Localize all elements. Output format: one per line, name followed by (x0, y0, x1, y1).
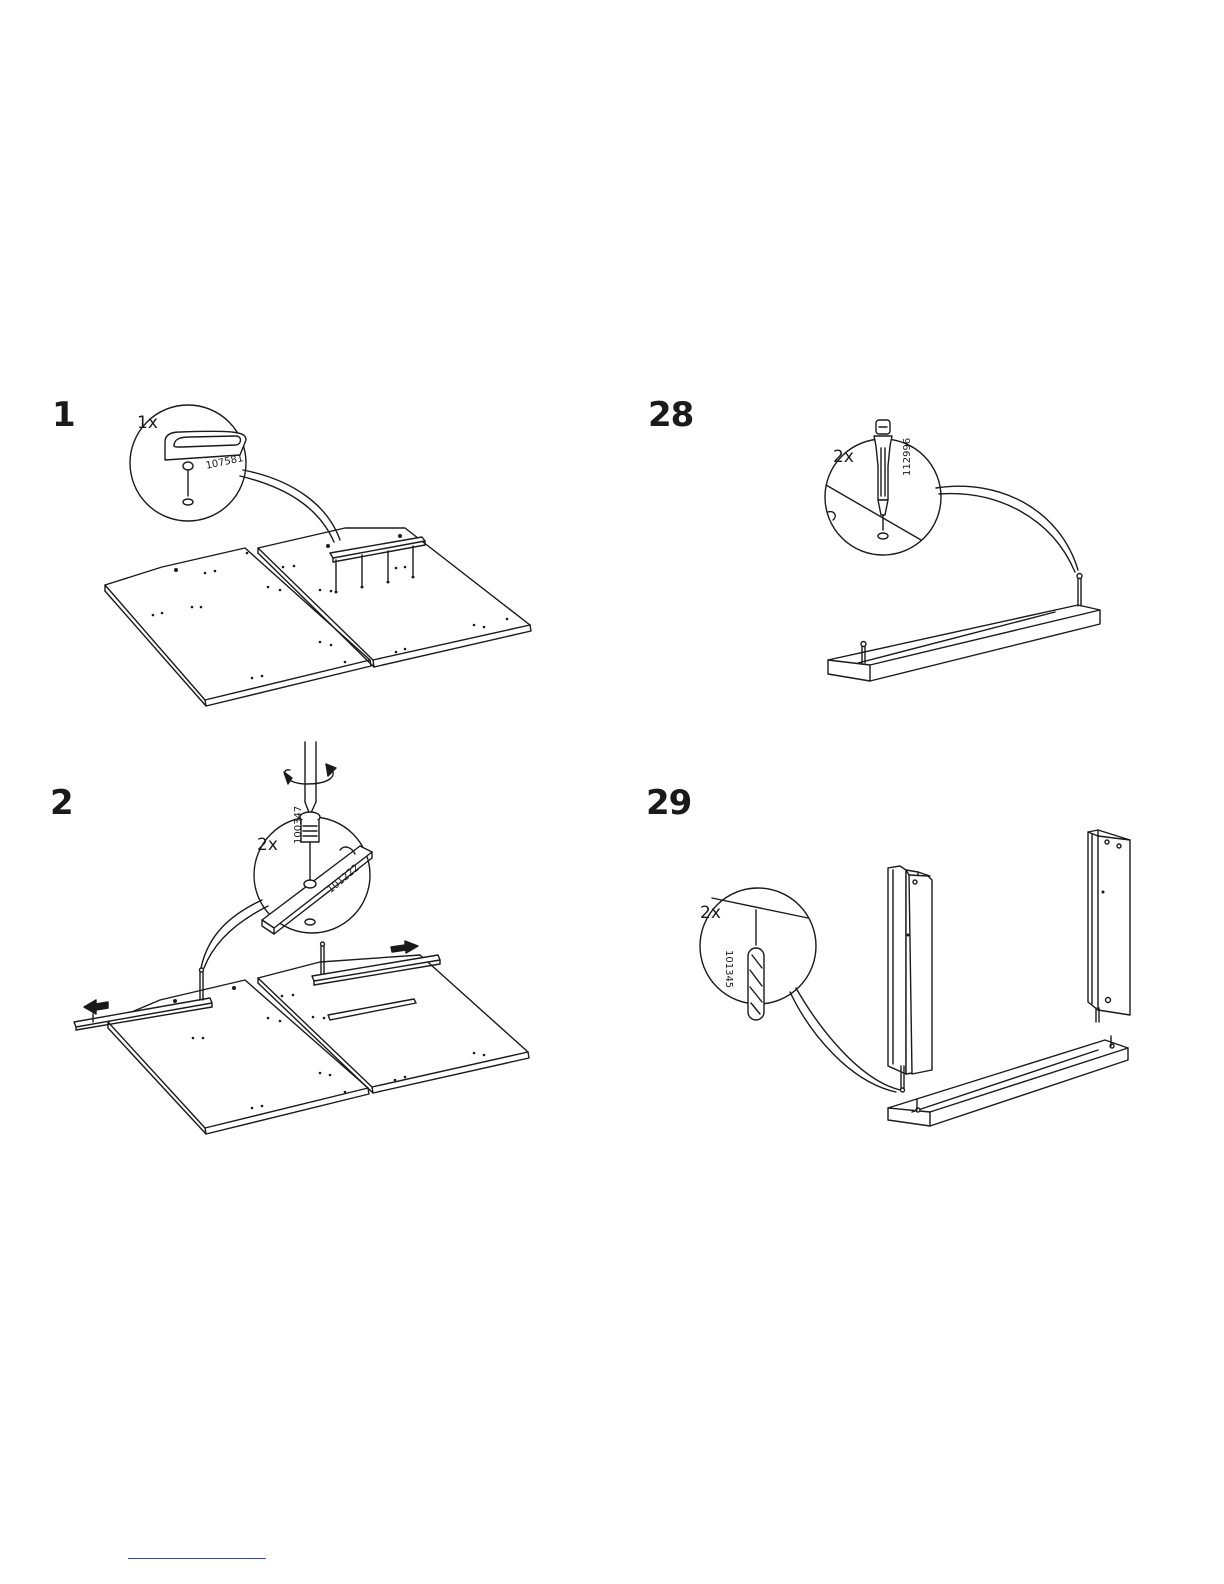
step-number-1: 1 (52, 398, 75, 432)
step-29-part-number: 101345 (723, 950, 733, 988)
step-28-callout (825, 420, 1078, 572)
step-2-quantity: 2x (257, 837, 278, 854)
step-number-28: 28 (648, 398, 693, 432)
step-29-illustration (700, 830, 1130, 1126)
step-number-29: 29 (646, 786, 691, 820)
step-29-quantity: 2x (700, 905, 721, 922)
step-28-board (828, 574, 1100, 682)
step-1-quantity: 1x (137, 415, 158, 432)
footer-rule (128, 1558, 266, 1559)
step-28-illustration (825, 420, 1100, 681)
step-29-callout (700, 888, 900, 1092)
step-29-right-upright (1088, 830, 1130, 1022)
step-number-2: 2 (50, 786, 73, 820)
step-2-callout (201, 817, 372, 968)
step-2-illustration (74, 742, 529, 1134)
step-28-quantity: 2x (833, 449, 854, 466)
step-1-callout (130, 405, 340, 542)
step-1-illustration (105, 405, 531, 706)
step-29-left-upright (888, 866, 932, 1092)
step-2-part-number-screw: 100347 (294, 806, 304, 844)
step-28-part-number: 112996 (903, 438, 913, 476)
